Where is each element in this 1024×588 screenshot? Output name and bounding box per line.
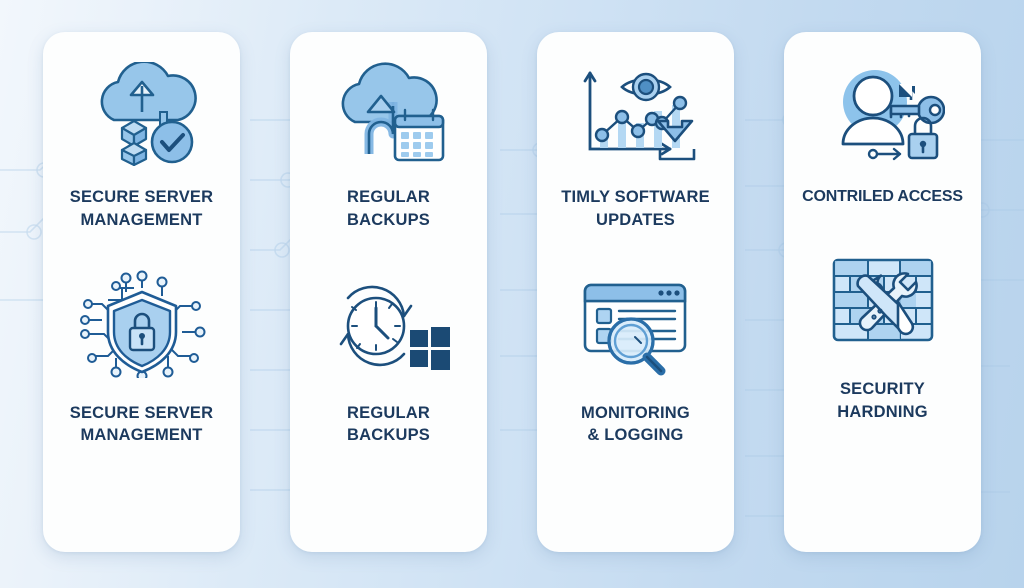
- shield-lock-circuit-icon: [78, 270, 206, 378]
- card-3-bottom-section: MONITORING & LOGGING: [537, 270, 734, 448]
- card-4-bottom-label: SECURITY HARDNING: [837, 380, 928, 421]
- card-1-bottom-label: SECURE SERVER MANAGEMENT: [69, 403, 214, 445]
- brick-wall-tools-icon: [828, 246, 938, 354]
- card-1-top-section: SECURE SERVER MANAGEMENT: [43, 60, 240, 232]
- card-regular-backups[interactable]: REGULAR BACKUPS: [290, 32, 487, 552]
- card-secure-server-management[interactable]: SECURE SERVER MANAGEMENT: [43, 32, 240, 552]
- browser-window-magnifier-icon: [573, 270, 699, 378]
- card-2-bottom-section: REGULAR BACKUPS: [290, 270, 487, 448]
- card-4-top-label: CONTRILED ACCESS: [802, 188, 963, 205]
- card-3-top-label: TIMLY SOFTWARE UPDATES: [561, 188, 710, 229]
- card-4-top-section: CONTRILED ACCESS: [784, 60, 981, 208]
- cloud-upload-calendar-icon: [329, 60, 449, 168]
- cloud-upload-blocks-check-icon: [84, 60, 200, 168]
- card-timly-software-updates[interactable]: TIMLY SOFTWARE UPDATES: [537, 32, 734, 552]
- card-1-top-label: SECURE SERVER MANAGEMENT: [69, 188, 214, 229]
- card-2-bottom-label: REGULAR BACKUPS: [347, 403, 430, 445]
- card-3-bottom-label: MONITORING & LOGGING: [581, 403, 690, 445]
- card-2-top-section: REGULAR BACKUPS: [290, 60, 487, 232]
- card-2-top-label: REGULAR BACKUPS: [347, 188, 430, 229]
- user-key-padlock-icon: [821, 60, 945, 168]
- card-contriled-access[interactable]: CONTRILED ACCESS: [784, 32, 981, 552]
- chart-eye-download-icon: [574, 60, 698, 168]
- card-4-bottom-section: SECURITY HARDNING: [784, 246, 981, 424]
- card-1-bottom-section: SECURE SERVER MANAGEMENT: [43, 270, 240, 448]
- clock-refresh-windows-icon: [326, 270, 452, 378]
- card-3-top-section: TIMLY SOFTWARE UPDATES: [537, 60, 734, 232]
